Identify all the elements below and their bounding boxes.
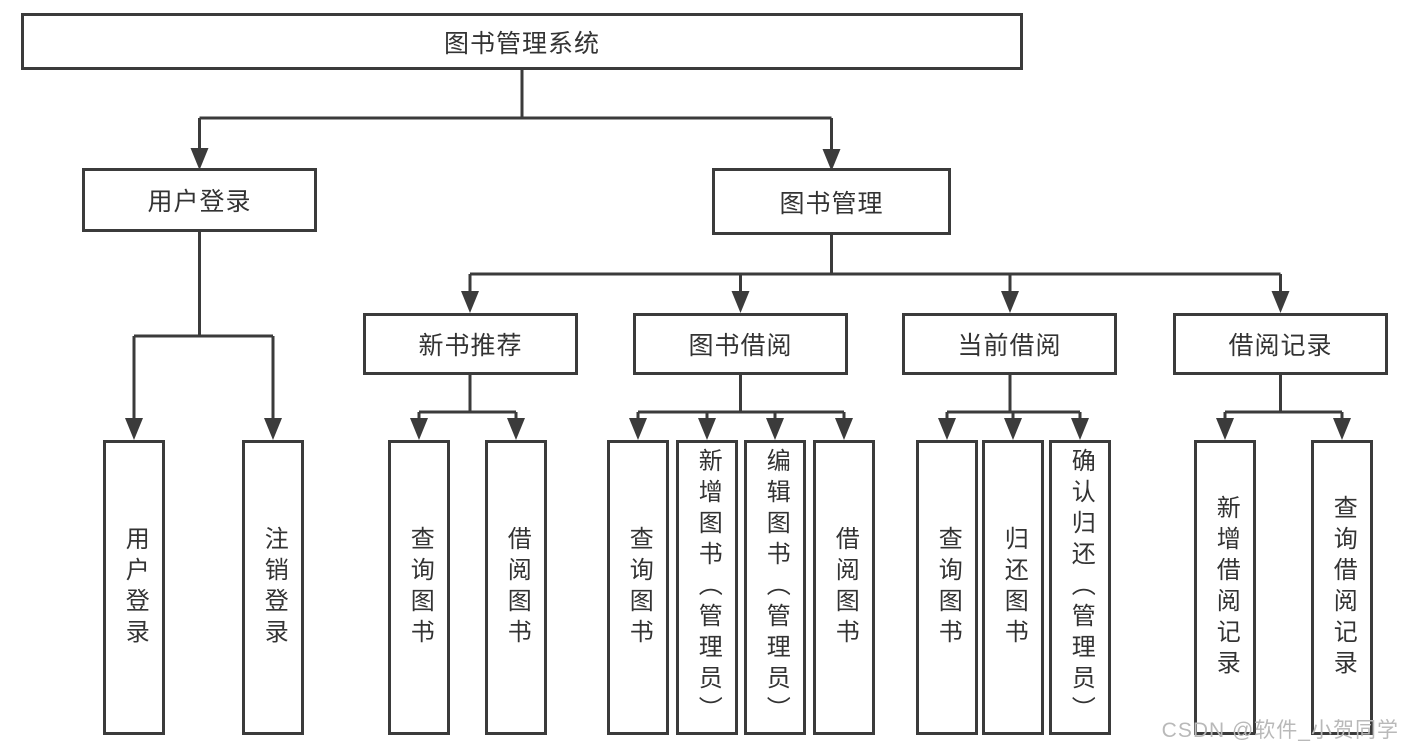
node-label: 图书借阅 (688, 332, 793, 360)
leaf-label: 编辑图书（管理员） (762, 448, 790, 727)
node-root-library-system: 图书管理系统 (21, 13, 1023, 70)
leaf-label: 查询图书 (625, 525, 653, 650)
leaf-logout: 注销登录 (242, 440, 304, 735)
leaf-label: 注销登录 (260, 525, 288, 650)
leaf-borrow-book: 借阅图书 (813, 440, 875, 735)
node-label: 图书管理系统 (443, 29, 600, 58)
leaf-query-book-recommend: 查询图书 (388, 440, 450, 735)
node-current-borrow: 当前借阅 (902, 313, 1117, 375)
node-label: 图书管理 (779, 189, 884, 218)
node-user-login: 用户登录 (82, 168, 317, 232)
leaf-label: 查询图书 (406, 525, 434, 650)
leaf-label: 查询图书 (934, 525, 962, 650)
node-book-borrow: 图书借阅 (633, 313, 848, 375)
leaf-label: 新增图书（管理员） (694, 448, 722, 727)
node-label: 借阅记录 (1228, 332, 1333, 360)
leaf-query-borrow-record: 查询借阅记录 (1311, 440, 1373, 735)
leaf-confirm-return-admin: 确认归还（管理员） (1049, 440, 1111, 735)
leaf-borrow-book-recommend: 借阅图书 (485, 440, 547, 735)
leaf-query-book-current: 查询图书 (916, 440, 978, 735)
leaf-label: 归还图书 (1000, 525, 1028, 650)
leaf-add-borrow-record: 新增借阅记录 (1194, 440, 1256, 735)
leaf-label: 查询借阅记录 (1329, 494, 1357, 681)
connector-segments (132, 70, 1344, 424)
leaf-query-book-borrow: 查询图书 (607, 440, 669, 735)
node-label: 当前借阅 (957, 332, 1062, 360)
leaf-return-book: 归还图书 (982, 440, 1044, 735)
leaf-add-book-admin: 新增图书（管理员） (676, 440, 738, 735)
leaf-label: 新增借阅记录 (1212, 494, 1240, 681)
node-borrow-records: 借阅记录 (1173, 313, 1388, 375)
leaf-edit-book-admin: 编辑图书（管理员） (744, 440, 806, 735)
arrowheads (125, 148, 1351, 440)
node-label: 用户登录 (147, 188, 252, 216)
leaf-label: 借阅图书 (831, 525, 859, 650)
leaf-label: 用户登录 (121, 525, 149, 650)
leaf-user-login: 用户登录 (103, 440, 165, 735)
leaf-label: 确认归还（管理员） (1067, 448, 1095, 727)
node-book-management: 图书管理 (712, 168, 951, 235)
node-new-book-recommend: 新书推荐 (363, 313, 578, 375)
leaf-label: 借阅图书 (503, 525, 531, 650)
node-label: 新书推荐 (418, 332, 523, 360)
